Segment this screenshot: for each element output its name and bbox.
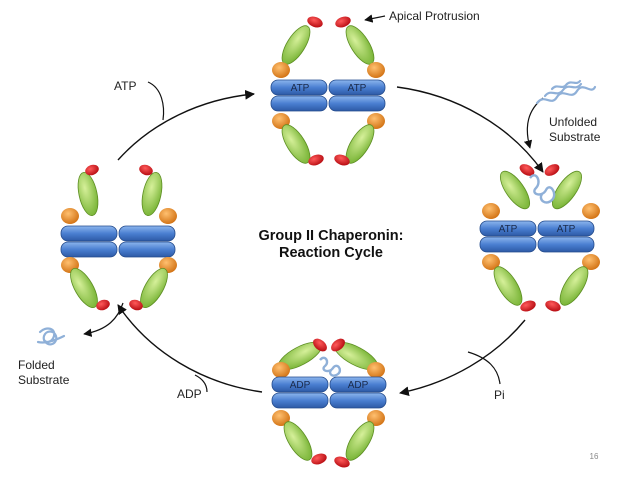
intermediate-domain-orange bbox=[367, 362, 385, 378]
cycle-arrow-left-to-top bbox=[117, 89, 255, 161]
equatorial-ring-lower bbox=[479, 236, 537, 253]
intermediate-domain-orange bbox=[272, 362, 290, 378]
equatorial-ring-upper bbox=[329, 376, 387, 393]
cycle-arrow-bottom-to-left bbox=[117, 304, 263, 393]
apical-domain-green bbox=[493, 266, 523, 306]
apical-domain-green bbox=[77, 171, 99, 217]
label-pi: Pi bbox=[494, 388, 505, 402]
intermediate-domain-orange bbox=[482, 203, 500, 219]
chaperonin-top-atp-open: ATP ATP bbox=[270, 16, 386, 166]
apical-tip-red bbox=[334, 456, 350, 468]
equatorial-ring-lower bbox=[329, 392, 387, 409]
apical-pointer-arrow bbox=[364, 14, 386, 23]
chaperonin-right-atp-substrate: ATP ATP bbox=[479, 164, 600, 312]
page-number: 16 bbox=[590, 452, 599, 461]
adp-release-arrow bbox=[194, 374, 208, 393]
apical-tip-red bbox=[334, 154, 350, 166]
apical-tip-red bbox=[129, 299, 143, 311]
cycle-arrow-right-to-bottom bbox=[399, 319, 526, 397]
label-adp-release: ADP bbox=[177, 387, 202, 401]
apical-tip-red bbox=[307, 16, 323, 28]
diagram-title-line1: Group II Chaperonin: bbox=[259, 228, 404, 244]
ring-label-atp: ATP bbox=[348, 83, 367, 94]
intermediate-domain-orange bbox=[61, 208, 79, 224]
apical-domain-green bbox=[141, 171, 163, 217]
apical-domain-green bbox=[551, 170, 583, 210]
intermediate-domain-orange bbox=[367, 62, 385, 78]
intermediate-domain-orange bbox=[272, 410, 290, 426]
intermediate-domain-orange bbox=[582, 203, 600, 219]
equatorial-ring-upper bbox=[479, 220, 537, 237]
apical-tip-red bbox=[313, 338, 327, 352]
pi-release-arrow bbox=[467, 351, 501, 385]
apical-tip-red bbox=[139, 164, 153, 176]
ring-label-adp: ADP bbox=[290, 380, 311, 391]
cycle-arrow-top-to-right bbox=[396, 86, 544, 173]
substrate-in-cavity bbox=[529, 174, 556, 204]
chaperonin-left-empty-open bbox=[60, 164, 177, 311]
equatorial-ring-upper bbox=[328, 79, 386, 96]
intermediate-domain-orange bbox=[159, 208, 177, 224]
unfolded-substrate-squiggle bbox=[535, 79, 597, 105]
equatorial-ring-lower bbox=[537, 236, 595, 253]
apical-tip-red bbox=[96, 299, 110, 311]
apical-tip-red bbox=[519, 164, 535, 176]
apical-domain-green bbox=[283, 421, 313, 461]
equatorial-ring-lower bbox=[328, 95, 386, 112]
diagram-title-line2: Reaction Cycle bbox=[279, 245, 383, 261]
apical-domain-green bbox=[345, 421, 375, 461]
label-unfolded-substrate-line1: Unfolded bbox=[549, 115, 597, 129]
equatorial-ring-upper bbox=[118, 225, 176, 242]
equatorial-ring-upper bbox=[271, 376, 329, 393]
intermediate-domain-orange bbox=[482, 254, 500, 270]
unfolded-input-arrow bbox=[523, 97, 544, 149]
apical-domain-green bbox=[559, 266, 589, 306]
apical-tip-red bbox=[335, 16, 351, 28]
folded-substrate-coil bbox=[36, 327, 66, 346]
apical-domain-green bbox=[499, 170, 531, 210]
folded-release-arrow bbox=[83, 302, 124, 337]
apical-tip-red bbox=[85, 164, 99, 176]
apical-tip-red bbox=[311, 453, 327, 465]
equatorial-ring-upper bbox=[270, 79, 328, 96]
equatorial-ring-lower bbox=[270, 95, 328, 112]
ring-label-atp: ATP bbox=[557, 224, 576, 235]
chaperonin-bottom-adp-closed: ADP ADP bbox=[271, 338, 387, 468]
ring-label-adp: ADP bbox=[348, 380, 369, 391]
intermediate-domain-orange bbox=[272, 62, 290, 78]
apical-domain-green bbox=[281, 124, 311, 164]
label-unfolded-substrate-line2: Substrate bbox=[549, 130, 601, 144]
ring-label-atp: ATP bbox=[291, 83, 310, 94]
apical-tip-red bbox=[308, 154, 324, 166]
equatorial-ring-upper bbox=[60, 225, 118, 242]
apical-tip-red bbox=[520, 300, 536, 312]
ring-label-atp: ATP bbox=[499, 224, 518, 235]
equatorial-ring-lower bbox=[60, 241, 118, 258]
apical-tip-red bbox=[544, 164, 560, 176]
equatorial-ring-upper bbox=[537, 220, 595, 237]
apical-domain-green bbox=[281, 25, 311, 65]
substrate-encapsulated bbox=[319, 356, 342, 377]
intermediate-domain-orange bbox=[582, 254, 600, 270]
apical-tip-red bbox=[545, 300, 561, 312]
atp-input-arrow bbox=[147, 81, 165, 121]
label-apical-protrusion: Apical Protrusion bbox=[389, 9, 480, 23]
equatorial-ring-lower bbox=[118, 241, 176, 258]
equatorial-ring-lower bbox=[271, 392, 329, 409]
apical-domain-green bbox=[70, 268, 98, 308]
label-folded-substrate-line1: Folded bbox=[18, 358, 55, 372]
apical-domain-green bbox=[140, 268, 168, 308]
apical-domain-green bbox=[345, 25, 375, 65]
label-atp-input: ATP bbox=[114, 79, 136, 93]
apical-tip-red bbox=[331, 338, 345, 352]
label-folded-substrate-line2: Substrate bbox=[18, 373, 70, 387]
